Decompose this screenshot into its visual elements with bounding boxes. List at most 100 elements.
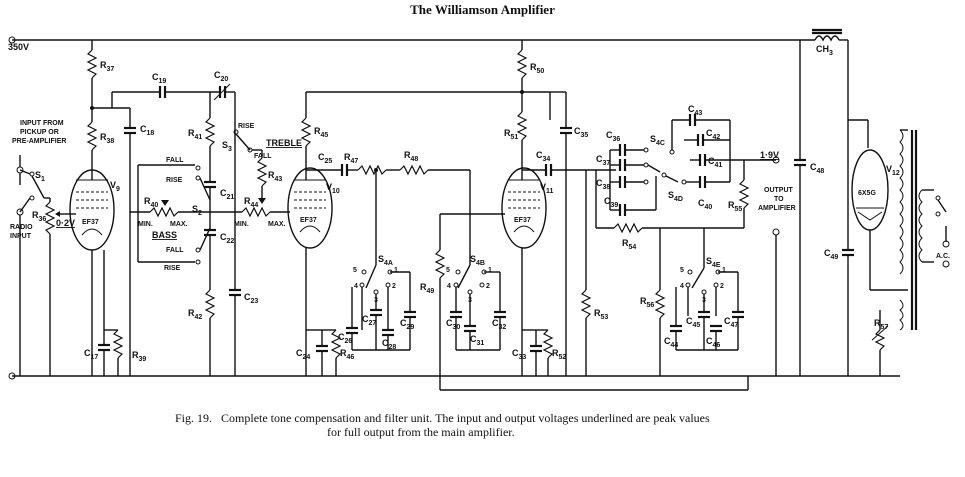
svg-text:FALL: FALL bbox=[166, 247, 184, 254]
capacitor-c23: C23 bbox=[229, 92, 258, 376]
svg-text:PRE-AMPLIFIER: PRE-AMPLIFIER bbox=[12, 138, 66, 145]
svg-text:R49: R49 bbox=[420, 282, 434, 295]
svg-text:R57: R57 bbox=[874, 318, 888, 331]
svg-text:RISE: RISE bbox=[166, 177, 183, 184]
svg-text:R41: R41 bbox=[188, 128, 202, 141]
svg-text:MAX.: MAX. bbox=[170, 221, 188, 228]
svg-text:INPUT: INPUT bbox=[10, 233, 32, 240]
output-label: OUTPUT TO AMPLIFIER bbox=[758, 187, 796, 212]
svg-text:S2: S2 bbox=[192, 204, 202, 217]
resistor-r41: R41 bbox=[188, 117, 216, 182]
svg-text:5: 5 bbox=[446, 267, 450, 274]
svg-text:C46: C46 bbox=[706, 336, 720, 349]
input-voltage-label: 0·2V bbox=[56, 218, 75, 228]
svg-text:C29: C29 bbox=[400, 318, 414, 331]
svg-text:CH3: CH3 bbox=[816, 44, 833, 57]
resistor-r40: R40 MIN. MAX. BASS bbox=[130, 196, 210, 240]
capacitor-c28: C28 bbox=[382, 328, 396, 351]
resistor-r48: R48 bbox=[399, 150, 470, 176]
svg-text:OUTPUT: OUTPUT bbox=[764, 187, 794, 194]
resistor-r38: R38 bbox=[86, 108, 114, 165]
page-title: The Williamson Amplifier bbox=[410, 2, 555, 17]
svg-text:MIN.: MIN. bbox=[234, 221, 249, 228]
svg-text:S4B: S4B bbox=[470, 254, 485, 267]
capacitor-c43: C43 bbox=[671, 104, 730, 150]
svg-text:AMPLIFIER: AMPLIFIER bbox=[758, 205, 796, 212]
resistor-r44: R44 MIN. MAX. bbox=[210, 196, 290, 228]
ground-rail bbox=[8, 372, 900, 380]
svg-text:C21: C21 bbox=[220, 188, 234, 201]
tube-v10: V10 EF37 bbox=[287, 167, 340, 249]
figure-number: Fig. 19. bbox=[175, 411, 213, 425]
svg-text:TO: TO bbox=[774, 196, 784, 203]
svg-text:RADIO: RADIO bbox=[10, 224, 33, 231]
capacitor-c38: C38 bbox=[596, 176, 644, 191]
capacitor-c46: C46 bbox=[706, 324, 722, 350]
choke-ch3: CH3 bbox=[812, 28, 848, 57]
capacitor-c39: C39 bbox=[604, 196, 656, 216]
svg-text:C35: C35 bbox=[574, 126, 588, 139]
svg-text:2: 2 bbox=[392, 283, 396, 290]
svg-text:EF37: EF37 bbox=[514, 217, 531, 224]
capacitor-c31: C31 bbox=[464, 324, 484, 350]
supply-voltage-label: 350V bbox=[8, 42, 29, 52]
capacitor-c33: C33 bbox=[512, 329, 542, 376]
svg-text:C19: C19 bbox=[152, 72, 166, 85]
switch-s4e: 5 4 3 2 1 S4E bbox=[680, 228, 726, 304]
resistor-r42: R42 bbox=[188, 289, 216, 376]
svg-text:5: 5 bbox=[353, 267, 357, 274]
svg-text:1: 1 bbox=[394, 267, 398, 274]
bass-label: BASS bbox=[152, 230, 177, 240]
svg-text:V9: V9 bbox=[110, 180, 120, 193]
svg-text:C33: C33 bbox=[512, 348, 526, 361]
svg-text:C23: C23 bbox=[244, 292, 258, 305]
svg-text:C22: C22 bbox=[220, 232, 234, 245]
svg-text:MIN.: MIN. bbox=[138, 221, 153, 228]
capacitor-c47: C47 bbox=[724, 310, 744, 350]
resistor-r52: R52 bbox=[536, 329, 566, 376]
svg-text:C40: C40 bbox=[698, 198, 712, 211]
svg-text:S4A: S4A bbox=[378, 254, 393, 267]
svg-text:C36: C36 bbox=[606, 130, 620, 143]
capacitor-c42: C42 bbox=[684, 128, 730, 146]
capacitor-c19: C19 bbox=[111, 72, 220, 108]
svg-text:S4C: S4C bbox=[650, 134, 665, 147]
supply-rail bbox=[8, 36, 815, 44]
svg-text:R40: R40 bbox=[144, 196, 158, 209]
capacitor-c48: C48 bbox=[794, 40, 824, 376]
svg-text:R54: R54 bbox=[622, 238, 636, 251]
resistor-r57: R57 bbox=[871, 310, 888, 376]
svg-text:4: 4 bbox=[447, 283, 451, 290]
svg-text:INPUT FROM: INPUT FROM bbox=[20, 120, 64, 127]
svg-text:C25: C25 bbox=[318, 152, 332, 165]
resistor-r39: R39 bbox=[104, 329, 146, 376]
treble-label: TREBLE bbox=[266, 138, 302, 148]
svg-text:C32: C32 bbox=[492, 318, 506, 331]
resistor-r37: R37 bbox=[86, 40, 114, 108]
capacitor-c27: C27 bbox=[362, 308, 382, 350]
svg-text:C48: C48 bbox=[810, 162, 824, 175]
figure-caption: Fig. 19. Complete tone compensation and … bbox=[175, 411, 815, 439]
svg-text:C31: C31 bbox=[470, 334, 484, 347]
svg-text:EF37: EF37 bbox=[300, 217, 317, 224]
svg-text:V10: V10 bbox=[326, 182, 340, 195]
switch-s3: RISE FALL S3 bbox=[222, 123, 272, 160]
svg-text:C18: C18 bbox=[140, 124, 154, 137]
capacitor-c18: C18 bbox=[124, 108, 154, 376]
svg-text:R47: R47 bbox=[344, 152, 358, 165]
capacitor-c29: C29 bbox=[400, 310, 416, 350]
svg-text:R51: R51 bbox=[504, 128, 518, 141]
mains-transformer bbox=[869, 129, 934, 331]
resistor-r50: R50 bbox=[516, 40, 544, 92]
svg-text:A.C.: A.C. bbox=[936, 253, 950, 260]
svg-text:4: 4 bbox=[354, 283, 358, 290]
capacitor-c17: C17 bbox=[84, 250, 110, 376]
capacitor-c35: C35 bbox=[549, 91, 588, 376]
svg-text:C17: C17 bbox=[84, 348, 98, 361]
svg-text:C42: C42 bbox=[706, 128, 720, 141]
svg-text:R36: R36 bbox=[32, 210, 46, 223]
ac-mains-input: A.C. bbox=[935, 195, 950, 268]
capacitor-c24: C24 bbox=[296, 329, 328, 376]
svg-text:C28: C28 bbox=[382, 338, 396, 351]
